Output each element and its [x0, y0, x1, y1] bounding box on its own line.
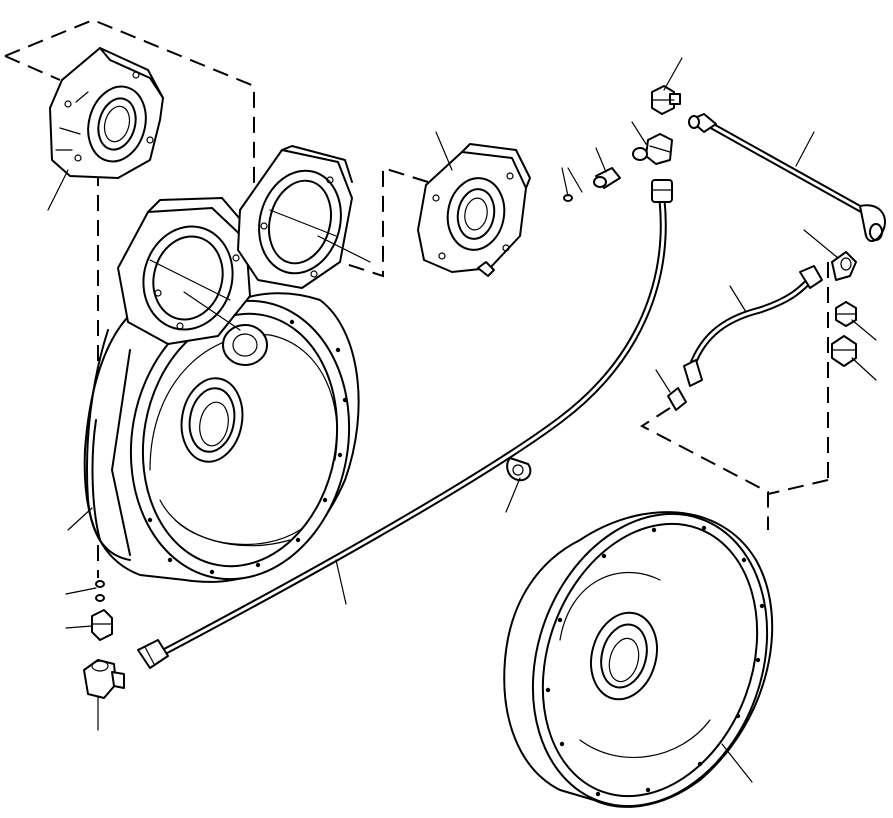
leader-nut-b: [851, 357, 877, 381]
leader-short-hose: [729, 285, 747, 313]
bearing-cover-top-left: [49, 47, 164, 179]
leader-hex-boss: [183, 291, 241, 331]
washer-small: [95, 580, 105, 602]
hex-boss-right: [237, 145, 353, 289]
guide-line-right: [640, 407, 769, 530]
drum-bolt-holes: [545, 525, 765, 797]
guide-line-mid: [339, 166, 429, 278]
transmission-housing: [83, 292, 360, 583]
connector-fitting: [91, 609, 113, 641]
leader-adapter: [595, 147, 607, 173]
tee-fitting: [632, 133, 673, 165]
leader-tee: [631, 121, 647, 145]
nut-fitting-right-b: [831, 335, 857, 367]
leader-nut-a: [851, 319, 877, 341]
guide-line-top-left-b: [4, 55, 61, 81]
leader-clamp: [505, 477, 521, 513]
leader-washer: [65, 587, 97, 595]
leader-cover-top-left: [47, 169, 69, 211]
leader-fitting-small: [655, 369, 671, 393]
leader-upper-hose: [795, 131, 815, 167]
leader-hex-boss-b: [317, 235, 371, 263]
leader-cover-middle: [435, 131, 453, 171]
upper-right-hose: [688, 113, 886, 243]
elbow-fitting-bottom: [83, 659, 125, 699]
hex-boss-left: [117, 197, 251, 345]
bearing-cover-middle: [417, 143, 531, 277]
callout-leaders: [47, 57, 877, 783]
leader-drum: [721, 743, 753, 783]
leader-o-ring: [561, 167, 569, 197]
leader-elbow-right: [803, 229, 839, 259]
guide-line-top-left: [4, 18, 255, 230]
leader-long-hose: [335, 559, 347, 605]
housing-bolt-holes: [147, 319, 348, 575]
hose-clamp: [506, 457, 532, 482]
long-hydraulic-hose: [137, 179, 673, 669]
nut-fitting-right-a: [835, 301, 857, 327]
leader-elbow-top: [663, 57, 683, 91]
guide-line-right-c: [767, 479, 829, 495]
leader-housing: [67, 507, 93, 531]
elbow-fitting-top: [651, 85, 681, 115]
leader-connector: [65, 625, 93, 629]
short-hydraulic-hose: [667, 265, 823, 411]
leader-o-ring-b: [567, 167, 583, 193]
adapter-fitting: [593, 167, 621, 189]
elbow-fitting-right: [831, 251, 857, 281]
drum-housing: [503, 511, 774, 808]
